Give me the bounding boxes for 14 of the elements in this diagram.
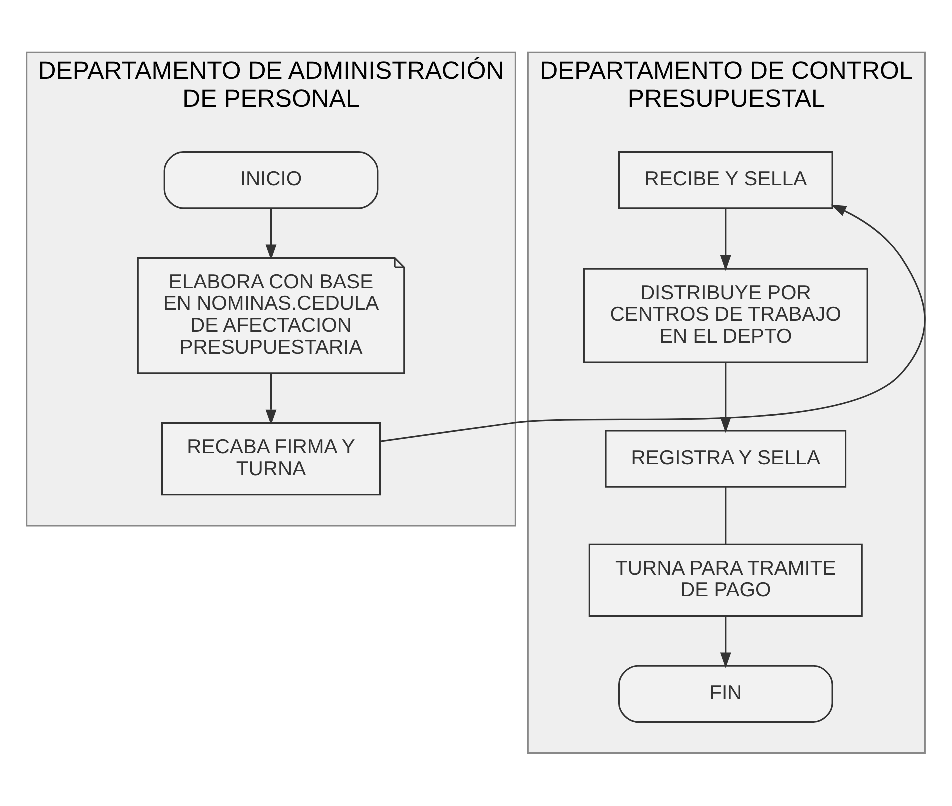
node-box: RECIBE Y SELLA [618,152,834,210]
connector [725,487,727,545]
arrow [720,616,732,668]
arrow [266,208,277,260]
node-box: FIN [618,665,834,723]
arrow [720,363,732,434]
node-box: DISTRIBUYE POR CENTROS DE TRABAJO EN EL DEPTO [583,268,868,364]
node-box: RECABA FIRMA Y TURNA [162,422,382,496]
node-box: REGISTRA Y SELLA [605,430,847,488]
node-box: TURNA PARA TRAMITE DE PAGO [588,544,863,618]
arrow [380,204,926,442]
arrow [266,374,277,426]
node-box: INICIO [164,152,379,210]
arrow [720,208,732,272]
